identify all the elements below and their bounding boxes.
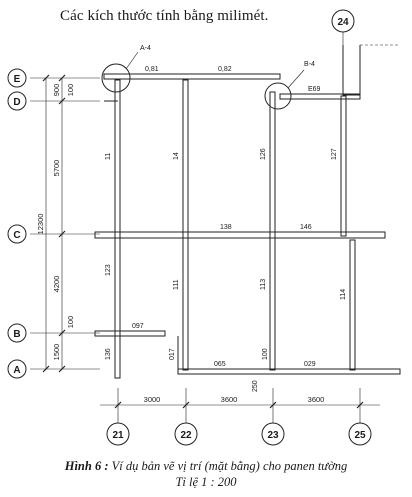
panel-11: 11	[105, 153, 112, 160]
panel-017: 017	[169, 348, 176, 360]
axis-circle-25	[348, 422, 372, 446]
panel-136: 136	[105, 348, 112, 360]
axis-label-25: 25	[354, 430, 366, 441]
dim-100-bottom: 100	[66, 316, 75, 329]
panel-138: 138	[220, 224, 232, 231]
caption-lead: Hình 6 :	[64, 459, 109, 473]
dim-3600-a: 3600	[221, 395, 238, 404]
panel-065: 065	[214, 361, 226, 368]
axis-label-a: A	[13, 365, 20, 376]
panel-e69: E69	[308, 86, 321, 93]
panel-081: 0,81	[145, 66, 159, 73]
panel-250: 250	[252, 380, 259, 392]
axis-circle-21	[106, 422, 130, 446]
axis-circle-24	[331, 9, 355, 33]
axis-label-d: D	[13, 97, 20, 108]
dim-5700: 5700	[52, 160, 61, 177]
caption-scale: Tỉ lệ 1 : 200	[175, 475, 237, 489]
dim-900: 900	[52, 84, 61, 97]
dim-4200: 4200	[52, 276, 61, 293]
dim-3000: 3000	[144, 395, 161, 404]
axis-circle-d	[7, 91, 27, 111]
dim-3600-b: 3600	[308, 395, 325, 404]
panel-111: 111	[173, 279, 180, 290]
axis-label-b: B	[13, 329, 20, 340]
callout-b4: B-4	[304, 61, 315, 68]
axis-circle-22	[174, 422, 198, 446]
axis-label-22: 22	[180, 430, 192, 441]
horizontal-panels	[94, 73, 401, 375]
right-edge-wall	[342, 45, 361, 96]
axis-circle-23	[261, 422, 285, 446]
panel-100: 100	[262, 348, 269, 360]
panel-029: 029	[304, 361, 316, 368]
caption-text: Ví dụ bản vẽ vị trí (mặt bằng) cho panen…	[108, 459, 348, 473]
callout-a4: A-4	[140, 45, 151, 52]
axis-circle-b	[7, 323, 27, 343]
vertical-panels	[114, 79, 356, 379]
detail-circle-a4	[101, 63, 131, 93]
axis-circle-a	[7, 359, 27, 379]
panel-082: 0,82	[218, 66, 232, 73]
axis-label-24: 24	[337, 17, 349, 28]
panel-123: 123	[105, 264, 112, 276]
panel-114: 114	[340, 289, 347, 300]
panel-146: 146	[300, 224, 312, 231]
detail-circle-b4	[264, 82, 292, 110]
panel-113: 113	[260, 279, 267, 290]
dim-12300: 12300	[36, 214, 45, 235]
units-note: Các kích thước tính bằng milimét.	[60, 8, 269, 24]
panel-127: 127	[331, 148, 338, 160]
axis-circle-c	[7, 224, 27, 244]
panel-097: 097	[132, 323, 144, 330]
panel-14: 14	[173, 152, 180, 160]
axis-label-c: C	[13, 230, 20, 241]
axis-label-21: 21	[112, 430, 124, 441]
axis-circle-e	[7, 68, 27, 88]
figure-caption: Hình 6 : Ví dụ bản vẽ vị trí (mặt bằng) …	[0, 458, 412, 490]
panel-126: 126	[260, 148, 267, 160]
axis-label-e: E	[14, 74, 21, 85]
axis-label-23: 23	[267, 430, 279, 441]
dim-100-top: 100	[66, 84, 75, 97]
dim-1500: 1500	[52, 344, 61, 361]
